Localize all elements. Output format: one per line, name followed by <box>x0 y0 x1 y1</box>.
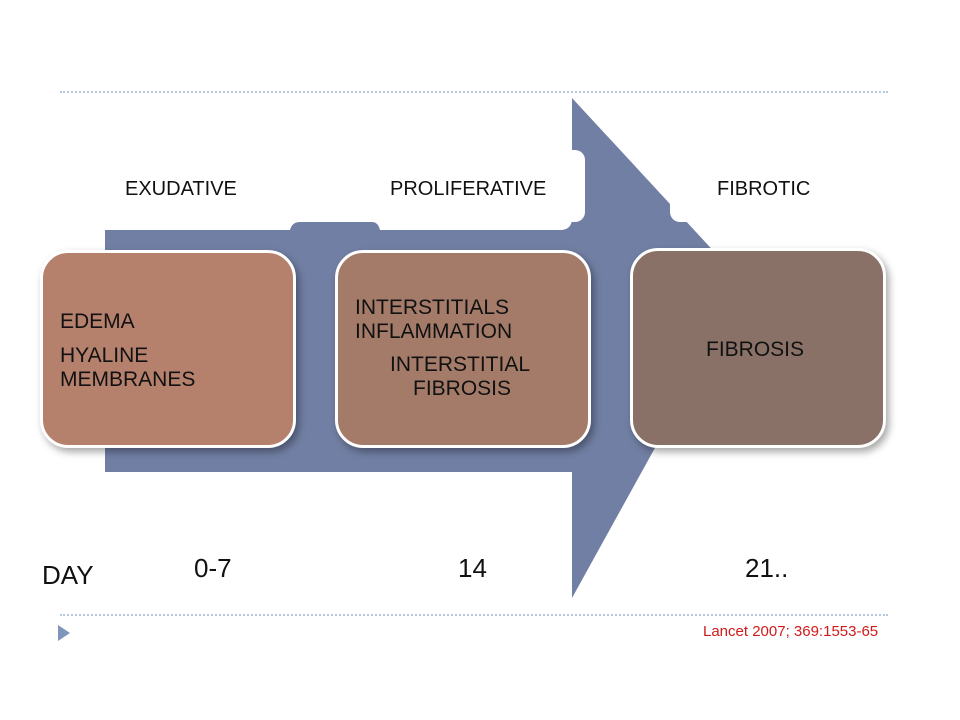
box-text-inflammation: INFLAMMATION <box>355 320 513 343</box>
label-band-fibrotic <box>670 150 850 222</box>
phase-label-exudative: EXUDATIVE <box>125 178 237 200</box>
label-band-proliferative <box>380 150 585 222</box>
phase-box-proliferative: INTERSTITIALS INFLAMMATION INTERSTITIAL … <box>335 250 591 448</box>
box-text-interstitials: INTERSTITIALS <box>355 296 510 319</box>
bottom-divider <box>60 614 888 616</box>
phase-box-exudative: EDEMA HYALINE MEMBRANES <box>40 250 296 448</box>
box-text-fibrosis: FIBROSIS <box>413 377 512 400</box>
day-axis-label: DAY <box>42 560 94 590</box>
phase-label-proliferative: PROLIFERATIVE <box>390 178 547 200</box>
label-band-exudative <box>100 150 290 222</box>
box-text-hyaline: HYALINE <box>60 344 149 367</box>
top-divider <box>60 91 888 93</box>
citation-reference: Lancet 2007; 369:1553-65 <box>703 623 879 640</box>
box-text-fibrosis-final: FIBROSIS <box>706 338 805 361</box>
day-tick-0-7: 0-7 <box>194 553 232 583</box>
box-text-membranes: MEMBRANES <box>60 368 196 391</box>
phase-label-fibrotic: FIBROTIC <box>717 178 811 200</box>
day-tick-21: 21.. <box>745 553 789 583</box>
phase-box-fibrotic: FIBROSIS <box>630 248 886 448</box>
box-text-edema: EDEMA <box>60 310 135 333</box>
bullet-triangle-icon <box>58 625 70 641</box>
box-text-interstitial: INTERSTITIAL <box>390 353 531 376</box>
day-tick-14: 14 <box>458 553 487 583</box>
